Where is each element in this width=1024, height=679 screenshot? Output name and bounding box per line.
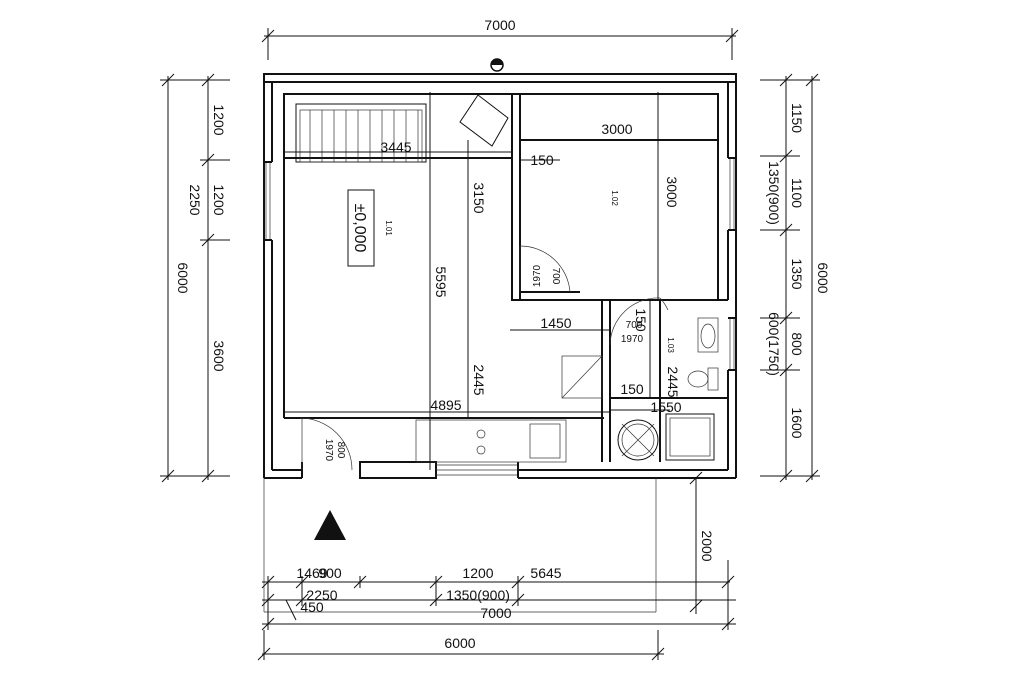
outer-walls — [263, 73, 737, 479]
dim-room102-width: 3000 — [601, 121, 632, 137]
door3-height: 1970 — [323, 439, 334, 462]
dim-right-outer: 6000 — [815, 262, 831, 293]
dim-right-seg4: 800 — [789, 332, 805, 356]
dim-left-seg2: 1200 — [211, 184, 227, 215]
terrace-outline — [263, 478, 657, 613]
dim-bottom-5645: 5645 — [530, 565, 561, 581]
dim-bottom-450: 450 — [300, 599, 324, 615]
entrance-arrow-icon — [314, 510, 346, 540]
left-dim-lines — [160, 73, 230, 483]
dim-left-seg1: 1200 — [211, 104, 227, 135]
dim-bottom-1350: 1350(900) — [446, 587, 510, 603]
compass-icon — [490, 58, 504, 72]
dim-bottom-900: 900 — [318, 565, 342, 581]
dim-hall-2445: 2445 — [471, 364, 487, 395]
inner-walls — [283, 93, 728, 462]
dim-left-inner: 2250 — [187, 184, 203, 215]
door2-width: 700 — [626, 320, 643, 331]
dim-bottom-7000: 7000 — [480, 605, 511, 621]
room-1-03-label: 1.03 — [666, 337, 675, 353]
dim-left-seg3: 3600 — [211, 340, 227, 371]
room-1-01-label: 1.01 — [384, 220, 393, 236]
inner-dim-lines — [284, 92, 718, 470]
top-dimension-line — [261, 28, 739, 60]
bottom-dim-lines — [257, 560, 736, 661]
kitchen-counter — [415, 355, 603, 463]
shower-tray — [665, 413, 715, 461]
dim-bottom-2250: 2250 — [306, 587, 337, 603]
dim-right-seg5: 1600 — [789, 407, 805, 438]
dim-hall-5595: 5595 — [433, 266, 449, 297]
right-dim-lines — [760, 73, 820, 483]
dim-right-seg1: 1150 — [789, 103, 805, 133]
staircase — [295, 103, 427, 163]
door-arcs — [299, 245, 669, 471]
dim-wc-2445: 2445 — [665, 366, 681, 397]
washbasin-icon — [697, 317, 719, 353]
dim-wall-150-b: 150 — [620, 381, 644, 397]
dim-stair-width: 3445 — [380, 139, 411, 155]
door1-height: 1970 — [532, 264, 543, 287]
dim-right-seg4b: 600(1750) — [766, 312, 782, 376]
boiler-icon — [617, 419, 659, 461]
dim-top-total: 7000 — [484, 17, 515, 33]
level-mark-box — [347, 189, 375, 267]
door1-width: 700 — [550, 268, 561, 285]
dim-right-seg3: 1350 — [789, 258, 805, 289]
dim-terrace-depth: 2000 — [699, 530, 715, 561]
terrace-dim-line — [689, 471, 703, 614]
dim-wall-150-c: 150 — [633, 308, 649, 332]
dim-corridor-3150: 3150 — [471, 182, 487, 213]
dim-room102-height: 3000 — [664, 176, 680, 207]
level-mark: ±0,000 — [351, 204, 368, 253]
dim-bottom-1200: 1200 — [462, 565, 493, 581]
chimney-symbol — [459, 94, 509, 147]
dim-bottom-1469: 1469 — [296, 565, 327, 581]
dim-right-seg2: 1100 — [789, 178, 805, 208]
room-1-02-label: 1.02 — [610, 190, 619, 206]
dim-right-seg2b: 1350(900) — [766, 161, 782, 225]
dim-wall-150-a: 150 — [530, 152, 554, 168]
dim-width-1550: 1550 — [650, 399, 681, 415]
door3-width: 800 — [335, 442, 346, 459]
dim-width-4895: 4895 — [430, 397, 461, 413]
dim-width-1450: 1450 — [540, 315, 571, 331]
toilet-icon — [687, 367, 719, 391]
dim-left-outer: 6000 — [175, 262, 191, 293]
door2-height: 1970 — [621, 334, 644, 345]
dim-bottom-6000: 6000 — [444, 635, 475, 651]
